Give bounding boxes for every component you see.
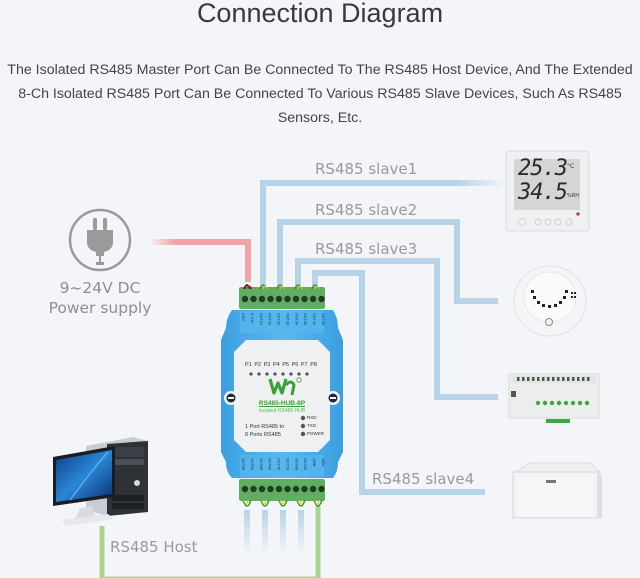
hub-desc-line2: 8 Ports RS485 — [245, 432, 281, 438]
slave4-label: RS485 slave4 — [372, 470, 475, 488]
port-label: P4 — [272, 362, 280, 368]
thermo-humidity-reading: 34.5 — [518, 180, 568, 205]
hub-indicator-rxd: RXD — [307, 415, 317, 420]
smoke-detector-icon — [513, 265, 587, 337]
terminal-label: OUT5B — [241, 458, 245, 470]
port-label: P5 — [282, 362, 289, 368]
port-label: P3 — [263, 362, 271, 368]
terminal-label: OUT7B — [276, 458, 281, 470]
rs485-hub-device — [221, 284, 343, 507]
txd-led — [300, 423, 306, 429]
terminal-label: OUT3B — [303, 313, 308, 325]
terminal-label: OUT3A — [294, 313, 299, 325]
power-voltage-label: 9~24V DC — [59, 279, 141, 297]
terminal-label: 485A — [320, 458, 325, 467]
page-description: The Isolated RS485 Master Port Can Be Co… — [7, 62, 633, 126]
slave4-wire — [312, 270, 485, 495]
mounting-screw-right — [326, 391, 340, 405]
slave3-label: RS485 slave3 — [315, 240, 418, 258]
port-label: P1 — [245, 362, 252, 368]
page-title: Connection Diagram — [196, 0, 444, 28]
top-terminal-labels: GND 9~24V OUT1A OUT1B OUT2A OUT2B OUT3A … — [241, 313, 325, 325]
terminal-label: OUT5A — [249, 458, 254, 470]
terminal-label: OUT1B — [267, 313, 272, 325]
terminal-label: OUT6A — [267, 458, 272, 470]
terminal-label: 485B — [312, 458, 316, 467]
hub-port-labels: P1 P2 P3 P4 P5 P6 P7 P8 — [245, 362, 317, 368]
hub-subtitle: Isolated RS485 HUB — [258, 408, 306, 414]
hub-model: RS485-HUB-8P — [258, 400, 306, 407]
terminal-label: OUT8B — [294, 458, 299, 470]
slave1-label: RS485 slave1 — [315, 160, 418, 178]
terminal-label: OUT6B — [258, 458, 263, 470]
din-rail-relay-module-icon — [508, 373, 600, 423]
port-label: P6 — [291, 362, 299, 368]
terminal-label: OUT2A — [276, 313, 281, 325]
bottom-wires — [244, 510, 304, 554]
desktop-computer-icon — [53, 437, 148, 526]
thermo-temp-reading: 25.3 — [518, 156, 568, 181]
port-label: P7 — [300, 362, 308, 368]
printer-icon — [512, 462, 602, 519]
slave2-label: RS485 slave2 — [315, 201, 418, 219]
slave1-wire — [260, 180, 505, 288]
slave2-wire — [277, 219, 498, 304]
port-label: P2 — [254, 362, 262, 368]
terminal-label: OUT2B — [285, 313, 290, 325]
port-label: P8 — [310, 362, 317, 368]
host-wire — [99, 506, 321, 578]
terminal-label: OUT4A — [312, 313, 316, 325]
hub-indicator-txd: TXD — [307, 423, 316, 428]
terminal-label: 9~24V — [249, 313, 254, 324]
power-led — [300, 431, 306, 437]
terminal-label: OUT1A — [258, 313, 263, 325]
top-terminal-screws — [241, 295, 325, 303]
port-led-dots — [249, 372, 309, 376]
bottom-terminal-labels: OUT5B OUT5A OUT6B OUT6A OUT7B OUT7A OUT8… — [241, 458, 325, 470]
hub-desc-line1: 1 Port RS485 to — [245, 424, 285, 430]
mounting-screw-left — [224, 391, 238, 405]
thermo-humidity-unit: %RH — [567, 193, 579, 199]
power-wire — [150, 239, 251, 282]
hub-indicator-power: POWER — [307, 431, 325, 436]
slave3-wire — [295, 258, 498, 400]
thermo-hygrometer-icon — [505, 150, 590, 232]
host-label: RS485 Host — [110, 538, 198, 556]
waveshare-logo — [268, 377, 302, 396]
terminal-label: OUT8A — [303, 458, 308, 470]
bottom-terminal-screws — [241, 485, 325, 493]
thermo-temp-unit: °C — [567, 163, 575, 170]
power-supply-label: Power supply — [48, 299, 152, 317]
power-plug-icon — [68, 208, 132, 272]
rxd-led — [300, 415, 306, 421]
terminal-label: OUT4B — [320, 313, 325, 325]
terminal-label: GND — [241, 313, 245, 321]
terminal-label: OUT7A — [285, 458, 290, 470]
